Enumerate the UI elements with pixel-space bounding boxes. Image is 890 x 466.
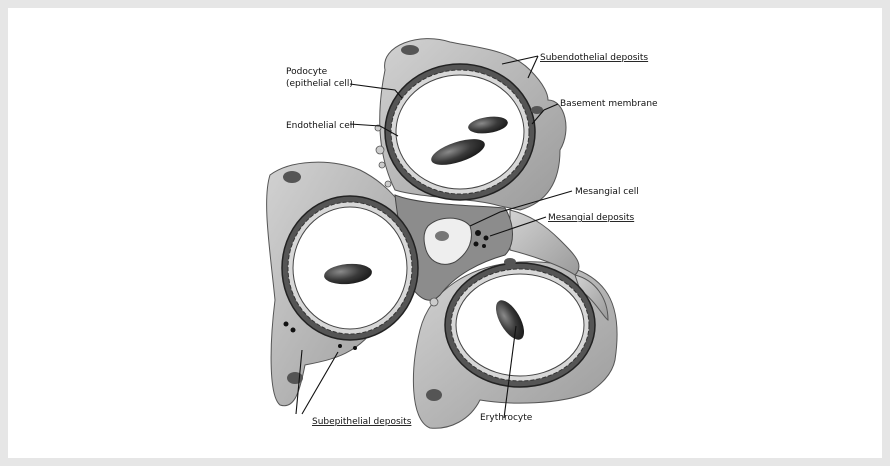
- label-subepithelial-deposits: Subepithelial deposits: [312, 417, 412, 427]
- label-mesangial-cell: Mesangial cell: [575, 187, 639, 197]
- label-erythrocyte: Erythrocyte: [480, 413, 533, 423]
- label-endothelial-cell: Endothelial cell: [286, 121, 355, 131]
- label-basement-membrane: Basement membrane: [560, 99, 658, 109]
- mesangial-nucleus: [435, 231, 449, 241]
- label-podocyte: Podocyte: [286, 67, 328, 77]
- label-mesangial-deposits: Mesangial deposits: [548, 213, 634, 223]
- label-podocyte-sub: (epithelial cell): [286, 79, 353, 89]
- label-subendothelial-deposits: Subendothelial deposits: [540, 53, 648, 63]
